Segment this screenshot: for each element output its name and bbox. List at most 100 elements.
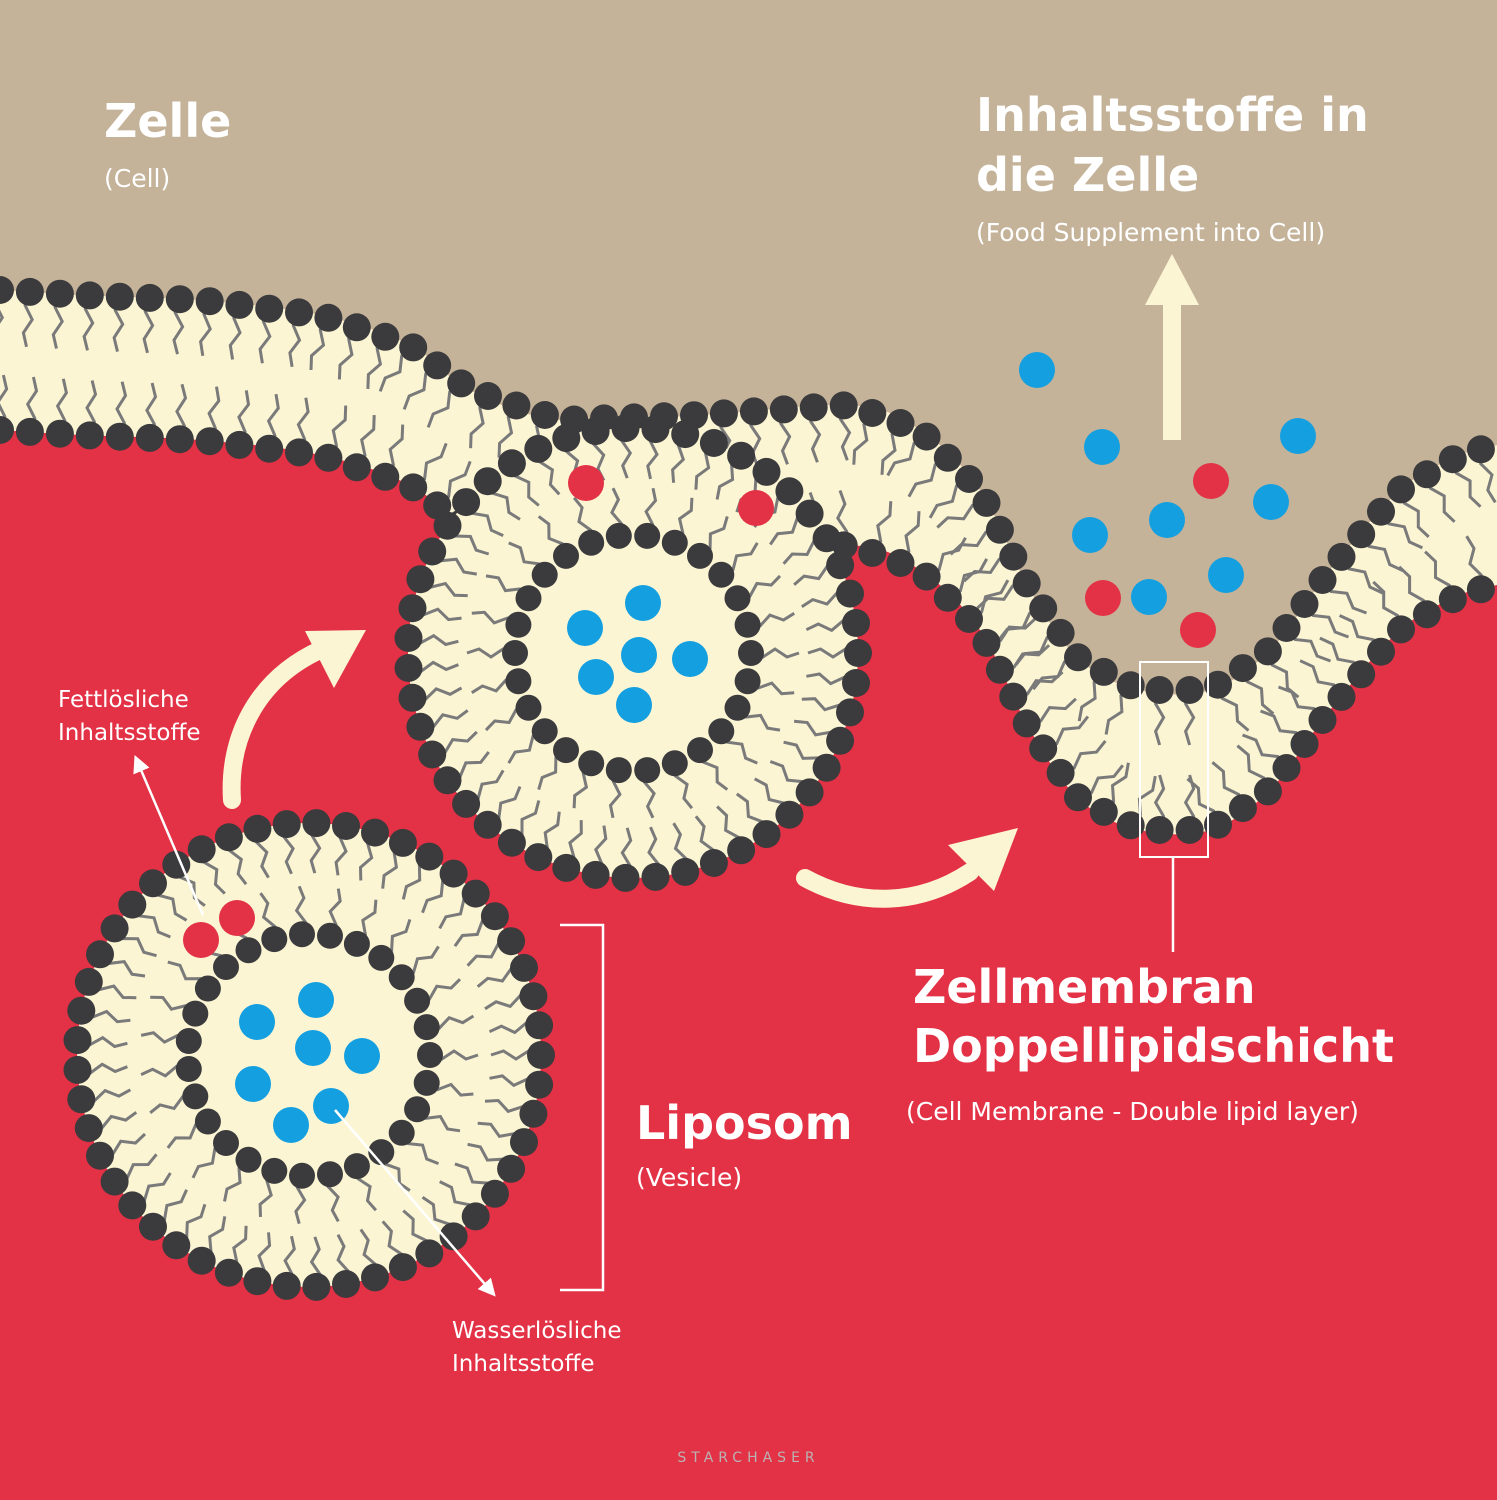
lipid-head: [261, 1157, 288, 1184]
lipid-head: [886, 409, 915, 437]
lipid-head: [285, 298, 313, 327]
lipid-head: [74, 1114, 103, 1143]
lipid-head: [727, 836, 756, 865]
molecules: [183, 352, 1316, 958]
lipid-head: [641, 862, 670, 891]
lipid-head: [524, 434, 553, 463]
arrow-to-cell-head: [305, 630, 366, 688]
lipid-head: [75, 421, 104, 450]
lipid-head: [1029, 594, 1058, 623]
lipid-head: [480, 1179, 509, 1208]
lipid-head: [398, 683, 427, 712]
lipid-head: [415, 1239, 444, 1268]
lipid-head: [795, 778, 824, 807]
lipid-head: [1412, 600, 1441, 629]
lipid-head: [829, 391, 858, 420]
arrow-up-shaft: [1163, 300, 1181, 440]
lipid-head: [1089, 797, 1118, 826]
lipid-head: [1308, 706, 1337, 734]
fat-soluble-molecule: [1180, 612, 1216, 648]
lipid-head: [302, 809, 331, 838]
lipid-head: [605, 757, 632, 784]
water-soluble-molecule: [567, 610, 603, 646]
lipid-head: [1204, 810, 1232, 839]
lipid-head: [45, 419, 74, 448]
lipid-head: [812, 524, 841, 553]
lipid-head: [552, 424, 581, 453]
lipid-head: [1272, 614, 1301, 642]
lipid-head: [165, 425, 194, 454]
lipid-head: [314, 443, 343, 472]
lipid-head: [332, 812, 360, 840]
lipid-head: [194, 975, 221, 1002]
lipid-head: [552, 853, 581, 882]
lipid-head: [1387, 615, 1415, 644]
water-soluble-leader: [334, 1109, 496, 1297]
lipid-head: [418, 537, 447, 566]
water-soluble-molecule: [239, 1004, 275, 1040]
lipid-head: [1116, 811, 1145, 840]
lipid-head: [182, 1000, 209, 1027]
lipid-head: [611, 863, 640, 892]
liposome-title: Liposom: [636, 1096, 853, 1150]
lipid-head: [769, 395, 798, 424]
lipid-head: [525, 1070, 554, 1099]
lipid-head: [63, 1026, 92, 1055]
lipid-head: [461, 1202, 490, 1231]
cell-subtitle: (Cell): [104, 164, 171, 193]
lipid-head: [187, 1246, 216, 1275]
lipid-head: [1228, 654, 1257, 683]
lipid-head: [724, 585, 751, 612]
lipid-head: [775, 477, 804, 506]
lipid-head: [524, 843, 553, 872]
lipid-head: [799, 393, 828, 422]
lipid-head: [289, 921, 315, 948]
lipid-head: [474, 382, 502, 410]
lipid-head: [63, 1055, 92, 1084]
arrow-to-cell-shaft: [222, 641, 329, 809]
lipid-head: [836, 579, 864, 608]
lipid-head: [1145, 816, 1174, 844]
lipid-head: [671, 857, 700, 886]
lipid-head: [842, 609, 870, 637]
water-soluble-molecule: [621, 637, 657, 673]
lipid-head: [317, 1161, 343, 1188]
lipid-head: [1367, 637, 1395, 666]
fusing-liposome: [394, 414, 872, 892]
lipid-head: [452, 488, 481, 517]
lipid-head: [1327, 682, 1356, 711]
liposome-bracket: [560, 923, 605, 1292]
credit: STARCHASER: [677, 1450, 820, 1466]
lipid-head: [175, 1028, 202, 1054]
fat-soluble-molecule: [1193, 463, 1229, 499]
lipid-head: [999, 682, 1028, 711]
lipid-head: [406, 712, 435, 741]
lipid-head: [912, 422, 941, 451]
annotations: [133, 661, 1209, 1297]
liposome-subtitle: (Vesicle): [636, 1163, 743, 1192]
lipid-head: [661, 750, 688, 777]
lipid-head: [687, 737, 713, 764]
contents-title-line2: die Zelle: [976, 148, 1200, 202]
lipid-head: [398, 594, 427, 623]
lipid-head: [581, 860, 610, 889]
lipid-head: [739, 397, 768, 426]
water-soluble-molecule: [1149, 502, 1185, 538]
water-soluble-molecule: [625, 585, 661, 621]
lipid-head: [86, 940, 114, 969]
lipid-head: [361, 818, 389, 847]
lipid-head: [214, 823, 243, 852]
lipid-head: [611, 414, 640, 443]
lipid-head: [213, 954, 239, 980]
lipid-head: [858, 539, 887, 567]
lipid-head: [388, 1253, 417, 1282]
lipid-head: [1175, 676, 1204, 704]
lipid-head: [1308, 566, 1337, 594]
lipid-head: [100, 914, 129, 943]
lipid-head: [15, 277, 44, 306]
lipid-head: [1347, 520, 1376, 549]
water-soluble-molecule: [298, 982, 334, 1018]
lipid-head: [510, 953, 538, 982]
lipid-head: [394, 654, 423, 682]
lipid-head: [194, 1108, 221, 1135]
